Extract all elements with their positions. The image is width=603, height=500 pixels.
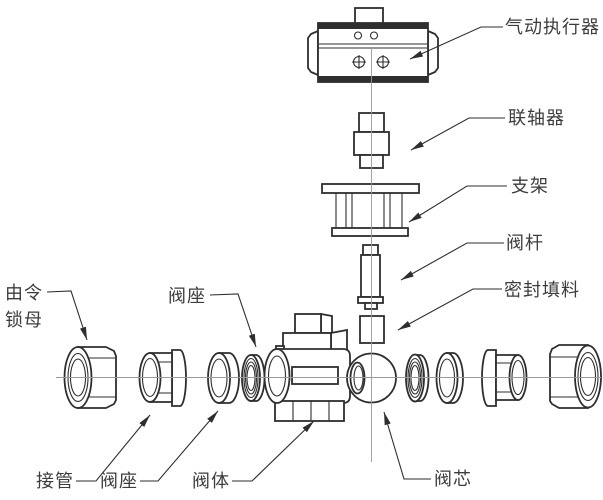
label-sealing-packing: 密封填料 [504, 280, 580, 300]
label-valve-body: 阀体 [192, 471, 230, 491]
valve-stem-part [357, 244, 384, 310]
bracket-part [321, 183, 420, 237]
label-pneumatic-actuator: 气动执行器 [505, 17, 600, 37]
label-bracket: 支架 [511, 176, 549, 196]
label-pipe-fitting: 接管 [36, 471, 74, 491]
sealing-packing-part [359, 315, 385, 344]
centerlines [56, 48, 601, 462]
valve-seat-ring-right-part [435, 352, 464, 404]
pipe-fitting-left-part [138, 349, 187, 407]
label-union-lock-nut: 由令锁母 [5, 280, 43, 334]
label-valve-stem: 阀杆 [506, 233, 544, 253]
label-union-lock-nut-line1: 由令 [5, 283, 43, 303]
label-union-lock-nut-line2: 锁母 [5, 310, 43, 330]
valve-seat-threaded-left-part [241, 354, 266, 402]
label-valve-seat-lower: 阀座 [100, 471, 138, 491]
valve-body-part [263, 312, 351, 422]
valve-seat-threaded-right-part [405, 353, 430, 403]
union-lock-nut-right-part [549, 344, 602, 409]
label-valve-core: 阀芯 [434, 469, 472, 489]
pneumatic-actuator-part [307, 7, 439, 83]
pipe-fitting-right-part [481, 349, 528, 407]
label-coupling: 联轴器 [508, 108, 565, 128]
valve-seat-ring-left-part [207, 352, 240, 404]
leader-lines [46, 26, 507, 482]
label-valve-seat-upper: 阀座 [168, 286, 206, 306]
